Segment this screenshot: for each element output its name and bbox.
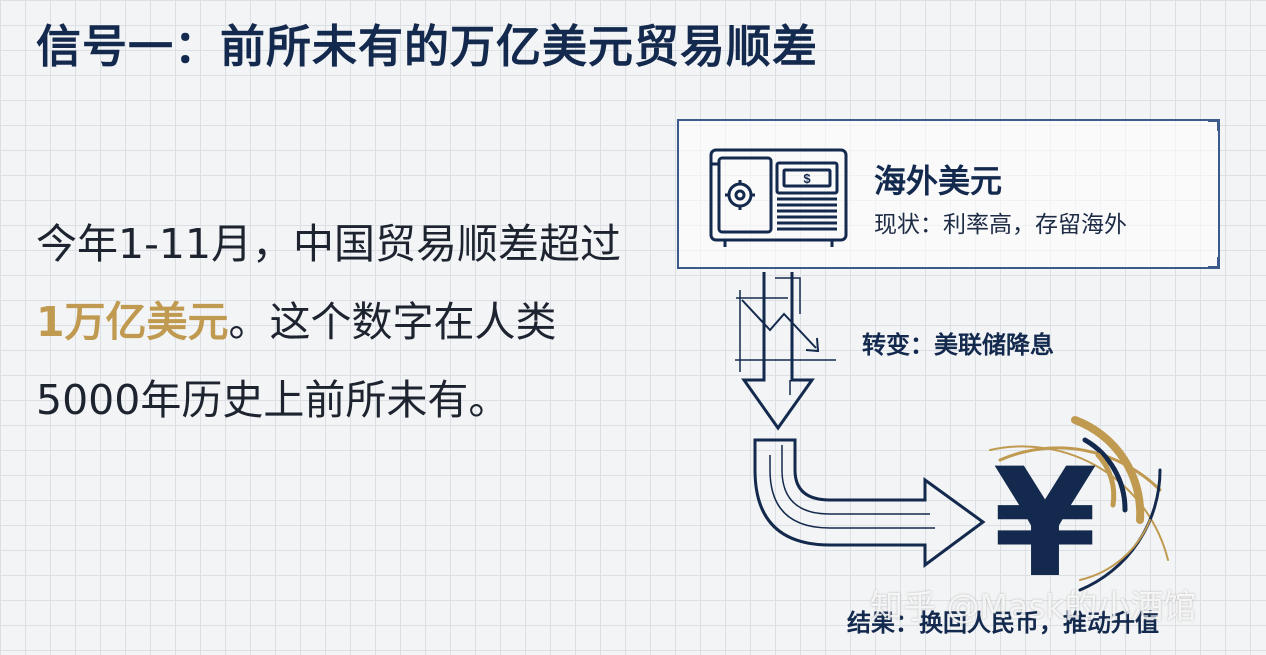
curved-arrow-icon (753, 438, 986, 568)
body-paragraph: 今年1-11月，中国贸易顺差超过 1万亿美元。这个数字在人类5000年历史上前所未… (36, 205, 636, 439)
offshore-dollar-box (677, 119, 1220, 269)
body-highlight: 1万亿美元 (36, 298, 229, 346)
yuan-icon: ¥ (993, 437, 1097, 611)
dollar-sign-icon: $ (803, 171, 811, 186)
body-text-after: 。这个数字在人类5000年历史上前所未有。 (36, 298, 557, 424)
result-label: 结果：换回人民币，推动升值 (847, 609, 1159, 637)
page-title: 信号一：前所未有的万亿美元贸易顺差 (36, 20, 819, 73)
down-arrow-icon (735, 272, 836, 431)
yuan-arcs (989, 416, 1169, 592)
offshore-box-title: 海外美元 (874, 162, 1003, 200)
transition-label: 转变：美联储降息 (862, 331, 1054, 359)
decline-arrow-icon (741, 299, 820, 353)
watermark: 知乎 @Mask的小酒馆 (870, 587, 1197, 626)
body-text-before: 今年1-11月，中国贸易顺差超过 (36, 220, 622, 268)
offshore-box-status: 现状：利率高，存留海外 (874, 212, 1127, 238)
safe-icon (709, 148, 848, 247)
